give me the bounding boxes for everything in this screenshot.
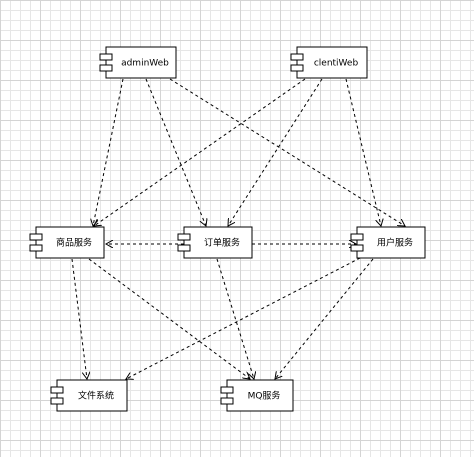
component-label: 订单服务	[204, 237, 240, 249]
component-label: MQ服务	[248, 390, 281, 402]
component-label: 商品服务	[56, 237, 92, 249]
component-port-icon	[220, 386, 234, 394]
edge-product-to-mq	[88, 258, 250, 379]
component-order[interactable]: 订单服务	[177, 226, 253, 259]
component-label: 文件系统	[78, 390, 114, 402]
component-file[interactable]: 文件系统	[50, 379, 128, 412]
component-port-icon	[350, 233, 364, 241]
edge-product-to-file	[71, 258, 87, 379]
edge-clentiweb-to-product	[94, 78, 306, 226]
component-port-icon	[99, 64, 113, 72]
component-box	[105, 46, 177, 79]
component-product[interactable]: 商品服务	[29, 226, 105, 259]
component-box	[35, 226, 105, 259]
component-box	[226, 379, 294, 412]
component-port-icon	[350, 244, 364, 252]
component-label: adminWeb	[121, 59, 169, 69]
component-box	[356, 226, 426, 259]
edge-clentiweb-to-order	[228, 78, 323, 226]
component-port-icon	[177, 244, 191, 252]
component-port-icon	[99, 53, 113, 61]
component-label: clentiWeb	[314, 59, 359, 69]
component-mq[interactable]: MQ服务	[220, 379, 294, 412]
component-port-icon	[50, 386, 64, 394]
component-box	[183, 226, 253, 259]
component-port-icon	[177, 233, 191, 241]
edge-user-to-mq	[275, 258, 374, 379]
edge-user-to-file	[126, 257, 361, 379]
component-clentiweb[interactable]: clentiWeb	[290, 46, 368, 79]
edges-layer	[71, 78, 405, 379]
component-adminweb[interactable]: adminWeb	[99, 46, 177, 79]
component-port-icon	[220, 397, 234, 405]
component-box	[56, 379, 128, 412]
edge-adminweb-to-user	[169, 78, 405, 226]
component-user[interactable]: 用户服务	[350, 226, 426, 259]
edge-clentiweb-to-user	[345, 78, 381, 226]
component-port-icon	[290, 64, 304, 72]
component-port-icon	[50, 397, 64, 405]
edge-adminweb-to-product	[93, 78, 124, 226]
component-label: 用户服务	[377, 237, 413, 249]
component-port-icon	[290, 53, 304, 61]
edge-adminweb-to-order	[145, 78, 206, 226]
component-port-icon	[29, 244, 43, 252]
component-port-icon	[29, 233, 43, 241]
component-box	[296, 46, 368, 79]
edge-order-to-mq	[216, 258, 254, 379]
